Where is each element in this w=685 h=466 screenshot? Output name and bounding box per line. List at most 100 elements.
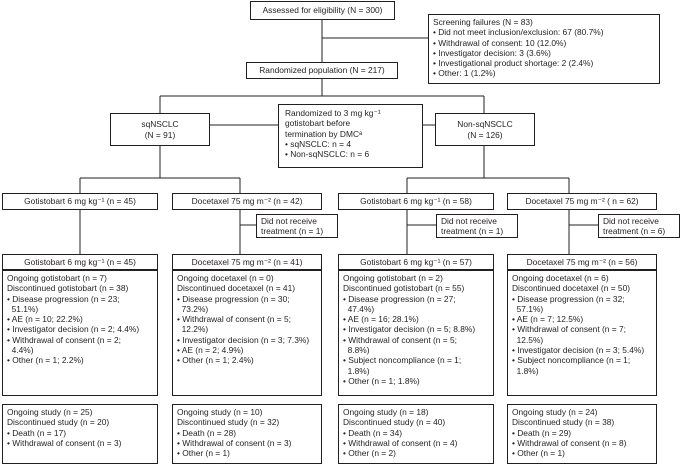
list-item: • AE (n = 2; 4.9%)	[177, 345, 244, 356]
list-item: • Investigational product shortage: 2 (2…	[433, 58, 594, 69]
list-item: • Other (n = 1; 2.2%)	[7, 355, 84, 366]
not-treated-line: treatment (n = 6)	[603, 226, 666, 237]
list-item: • Investigator decision (n = 2; 4.4%)	[7, 324, 140, 335]
list-item: Ongoing gotistobart (n = 2)	[343, 273, 443, 283]
list-item: • Disease progression (n = 30;	[177, 293, 290, 304]
arm-header-text: Docetaxel 75 mg m⁻² ( n = 62)	[525, 196, 639, 207]
sqnsclc-box: sqNSCLC (N = 91)	[110, 113, 210, 146]
list-item: • Other (n = 1)	[512, 448, 565, 459]
list-item: • Withdrawal of consent (n = 7;	[512, 324, 626, 335]
not-treated-line: Did not receive	[261, 216, 317, 226]
treated-header-box: Docetaxel 75 mg m⁻² (n = 56)	[507, 254, 657, 270]
list-item: Ongoing gotistobart (n = 7)	[7, 273, 107, 283]
list-item: • Other (n = 2)	[343, 448, 396, 459]
list-item: • Other (n = 1)	[177, 448, 230, 459]
nonsqnsclc-count: (N = 126)	[467, 129, 503, 140]
arm-header-text: Docetaxel 75 mg m⁻² (n = 42)	[191, 196, 303, 207]
dmc-line: termination by DMCᵃ	[285, 128, 363, 139]
list-item: • Investigator decision (n = 3; 7.3%)	[177, 334, 310, 345]
list-item: • Investigator decision (n = 3; 5.4%)	[512, 345, 645, 356]
dmc-line: • sqNSCLC: n = 4	[285, 138, 352, 149]
arm-header-box: Docetaxel 75 mg m⁻² ( n = 62)	[507, 193, 657, 210]
list-item: • Disease progression (n = 27;	[343, 293, 456, 304]
not-treated-line: treatment (n = 1)	[441, 226, 504, 237]
list-item: 57.1%)	[512, 303, 544, 314]
list-item: • Withdrawal of consent (n = 5;	[343, 334, 457, 345]
list-item: Discontinued docetaxel (n = 41)	[177, 283, 296, 294]
arm-header-text: Gotistobart 6 mg kg⁻¹ (n = 45)	[24, 196, 136, 207]
list-item: Ongoing study (n = 25)	[7, 407, 93, 417]
treated-header-box: Docetaxel 75 mg m⁻² (n = 41)	[172, 254, 322, 270]
screening-failures-box: Screening failures (N = 83) • Did not me…	[428, 14, 660, 84]
treated-header-box: Gotistobart 6 mg kg⁻¹ (n = 45)	[2, 254, 158, 270]
not-treated-line: Did not receive	[441, 216, 497, 226]
list-item: • Withdrawal of consent: 10 (12.0%)	[433, 37, 567, 48]
treated-header-text: Gotistobart 6 mg kg⁻¹ (n = 57)	[360, 256, 472, 267]
study-status-box: Ongoing study (n = 24) Discontinued stud…	[507, 404, 657, 464]
treatment-detail-box: Ongoing gotistobart (n = 2) Discontinued…	[338, 270, 494, 396]
list-item: Ongoing study (n = 10)	[177, 407, 263, 417]
list-item: 4.4%)	[7, 345, 34, 356]
list-item: Discontinued study (n = 40)	[343, 417, 446, 428]
list-item: 1.8%)	[343, 365, 370, 376]
dmc-line: Randomized to 3 mg kg⁻¹	[285, 108, 381, 118]
list-item: Discontinued study (n = 20)	[7, 417, 110, 428]
screening-list: • Did not meet inclusion/exclusion: 67 (…	[433, 27, 655, 78]
arm-header-box: Docetaxel 75 mg m⁻² (n = 42)	[172, 193, 322, 210]
list-item: • Death (n = 17)	[7, 427, 67, 438]
list-item: • Withdrawal of consent (n = 3)	[7, 437, 122, 448]
list-item: • Death (n = 34)	[343, 427, 403, 438]
arm-header-box: Gotistobart 6 mg kg⁻¹ (n = 45)	[2, 193, 158, 210]
study-status-box: Ongoing study (n = 25) Discontinued stud…	[2, 404, 158, 464]
treated-header-text: Docetaxel 75 mg m⁻² (n = 41)	[191, 256, 303, 267]
list-item: 73.2%)	[177, 303, 209, 314]
list-item: • AE (n = 16; 28.1%)	[343, 314, 419, 325]
list-item: • Subject noncompliance (n = 1;	[512, 355, 631, 366]
not-treated-box: Did not receive treatment (n = 1)	[436, 214, 518, 238]
list-item: • Other: 1 (1.2%)	[433, 68, 496, 79]
list-item: Discontinued study (n = 32)	[177, 417, 280, 428]
list-item: Discontinued gotistobart (n = 55)	[343, 283, 465, 294]
arm-header-text: Gotistobart 6 mg kg⁻¹ (n = 58)	[360, 196, 472, 207]
treatment-detail-box: Ongoing docetaxel (n = 0) Discontinued d…	[172, 270, 322, 396]
list-item: • Investigator decision (n = 5; 8.8%)	[343, 324, 476, 335]
list-item: Ongoing study (n = 18)	[343, 407, 429, 417]
list-item: • Withdrawal of consent (n = 8)	[512, 437, 627, 448]
list-item: • Did not meet inclusion/exclusion: 67 (…	[433, 27, 604, 38]
not-treated-line: Did not receive	[603, 216, 659, 226]
list-item: 12.2%)	[177, 324, 209, 335]
list-item: 12.5%)	[512, 334, 544, 345]
list-item: • Other (n = 1; 1.8%)	[343, 375, 420, 386]
list-item: • AE (n = 7; 12.5%)	[512, 314, 584, 325]
list-item: • Withdrawal of consent (n = 2;	[7, 334, 121, 345]
list-item: • Withdrawal of consent (n = 5;	[177, 314, 291, 325]
treated-header-text: Gotistobart 6 mg kg⁻¹ (n = 45)	[24, 256, 136, 267]
dmc-line: • Non-sqNSCLC: n = 6	[285, 149, 370, 160]
list-item: Ongoing docetaxel (n = 0)	[177, 273, 274, 283]
list-item: • AE (n = 10; 22.2%)	[7, 314, 83, 325]
study-status-box: Ongoing study (n = 10) Discontinued stud…	[172, 404, 322, 464]
list-item: • Other (n = 1; 2.4%)	[177, 355, 254, 366]
nonsqnsclc-box: Non-sqNSCLC (N = 126)	[435, 113, 535, 146]
randomized-text: Randomized population (N = 217)	[259, 65, 385, 76]
list-item: 8.8%)	[343, 345, 370, 356]
screening-title: Screening failures (N = 83)	[433, 17, 533, 27]
treated-header-box: Gotistobart 6 mg kg⁻¹ (n = 57)	[338, 254, 494, 270]
assessed-text: Assessed for eligibility (N = 300)	[262, 5, 383, 16]
sqnsclc-label: sqNSCLC	[141, 119, 179, 130]
assessed-box: Assessed for eligibility (N = 300)	[250, 1, 395, 20]
arm-header-box: Gotistobart 6 mg kg⁻¹ (n = 58)	[338, 193, 494, 210]
list-item: • Disease progression (n = 23;	[7, 293, 120, 304]
nonsqnsclc-label: Non-sqNSCLC	[457, 119, 513, 130]
dmc-box: Randomized to 3 mg kg⁻¹ gotistobart befo…	[278, 104, 423, 168]
not-treated-box: Did not receive treatment (n = 6)	[598, 214, 680, 238]
list-item: 47.4%)	[343, 303, 375, 314]
list-item: 1.8%)	[512, 365, 539, 376]
list-item: • Disease progression (n = 32;	[512, 293, 625, 304]
randomized-box: Randomized population (N = 217)	[246, 62, 398, 79]
dmc-line: gotistobart before	[285, 118, 351, 129]
treated-header-text: Docetaxel 75 mg m⁻² (n = 56)	[526, 256, 638, 267]
sqnsclc-count: (N = 91)	[144, 129, 176, 140]
treatment-detail-box: Ongoing gotistobart (n = 7) Discontinued…	[2, 270, 158, 396]
